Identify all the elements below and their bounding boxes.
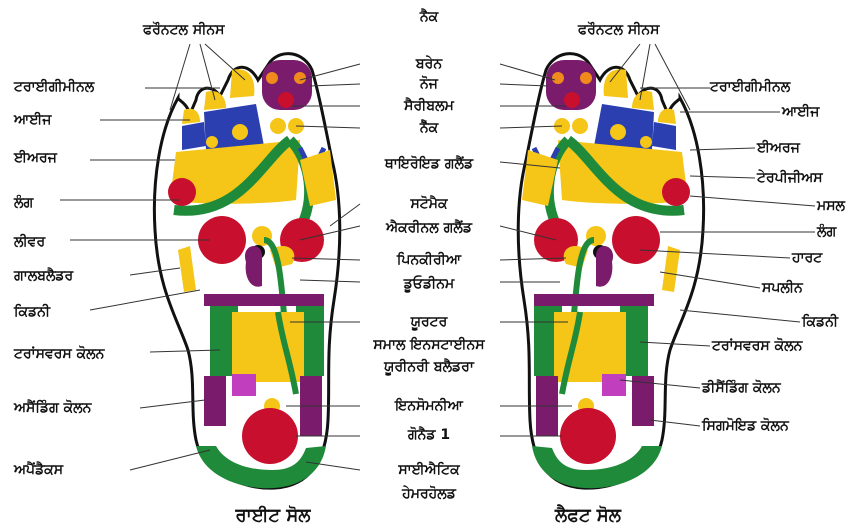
label-duodenum: ਡੂਓਡੀਨਮ <box>404 276 454 292</box>
label-left-lung: ਲੰਗ <box>14 195 33 211</box>
caption-right-sole: ਰਾਈਟ ਸੋਲ <box>236 506 311 526</box>
label-neck: ਨੈੱਕ <box>420 120 438 136</box>
label-brain: ਬਰੇਨ <box>416 56 442 72</box>
label-insomnia: ਇਨਸੋਮਨੀਆ <box>395 398 463 414</box>
label-left-eyes: ਆਈਜ <box>14 112 51 128</box>
label-right-sigmoid-colon: ਸਿਗਮੋਇਡ ਕੋਲਨ <box>702 418 789 434</box>
right-sole-foot <box>154 54 339 489</box>
label-left-kidney: ਕਿਡਨੀ <box>14 304 50 320</box>
label-hemorrhoid: ਹੇਮਰਹੋਲਡ <box>402 486 456 502</box>
label-left-frontal-sinus: ਫਰੌਨਟਲ ਸੀਨਸ <box>143 22 225 38</box>
label-right-lung: ਲੰਗ <box>817 224 836 240</box>
label-left-ears: ਈਅਰਜ <box>14 150 57 166</box>
label-thyroid: ਥਾਇਰੋਇਡ ਗਲੈਂਡ <box>385 156 473 172</box>
label-nack: ਨੈਕ <box>420 9 438 25</box>
label-left-transverse-colon: ਟਰਾਂਸਵਰਸ ਕੋਲਨ <box>14 346 104 362</box>
label-right-frontal-sinus: ਫਰੌਨਟਲ ਸੀਨਸ <box>578 22 660 38</box>
label-right-spleen: ਸਪਲੀਨ <box>762 280 803 296</box>
label-right-eyes: ਆਈਜ <box>782 104 819 120</box>
label-right-trapezius: ਟੇਰਪੀਜੀਅਸ <box>757 170 823 186</box>
label-stomach: ਸਟੋਮੈਕ <box>410 196 447 212</box>
label-right-kidney: ਕਿਡਨੀ <box>802 314 838 330</box>
label-right-transverse-colon: ਟਰਾਂਸਵਰਸ ਕੋਲਨ <box>712 338 802 354</box>
label-left-liver: ਲੀਵਰ <box>14 234 45 250</box>
caption-left-sole: ਲੈਫਟ ਸੋਲ <box>555 506 621 526</box>
label-adrenal: ਐਕਰੀਨਲ ਗਲੈਂਡ <box>386 220 472 236</box>
label-right-trigeminal: ਟਰਾਈਗੀਮੀਨਲ <box>710 79 790 95</box>
label-left-appendix: ਅਪੈਂਡੈਕਸ <box>14 462 63 478</box>
label-urinary-bladder: ਯੂਰੀਨਰੀ ਬਲੈਡਰਾ <box>384 359 474 375</box>
label-ureter: ਯੂਰਟਰ <box>411 314 448 330</box>
label-left-trigeminal: ਟਰਾਈਗੀਮੀਨਲ <box>14 79 94 95</box>
label-sciatic: ਸਾਈਐਟਿਕ <box>398 462 459 478</box>
label-small-intestine: ਸਮਾਲ ਇਨਸਟਾਈਨਸ <box>373 337 484 353</box>
label-right-muscle: ਮਸਲ <box>817 198 845 214</box>
label-pancreas: ਪਿਨਕੀਰੀਆ <box>397 252 461 268</box>
label-left-gallbladder: ਗਾਲਬਲੈਡਰ <box>14 268 73 284</box>
label-right-ears: ਈਅਰਜ <box>757 140 800 156</box>
label-cerebellum: ਸੈਰੀਬਲਮ <box>404 98 454 114</box>
label-gonad: ਗੋਨੈਡ 1 <box>408 427 450 443</box>
label-right-descending-colon: ਡੀਸੈਂਡਿੰਗ ਕੋਲਨ <box>702 380 781 396</box>
label-nose: ਨੋਜ <box>420 76 438 92</box>
label-right-heart: ਹਾਰਟ <box>792 250 822 266</box>
label-left-ascending-colon: ਅਸੈਂਡਿੰਗ ਕੋਲਨ <box>14 400 91 416</box>
